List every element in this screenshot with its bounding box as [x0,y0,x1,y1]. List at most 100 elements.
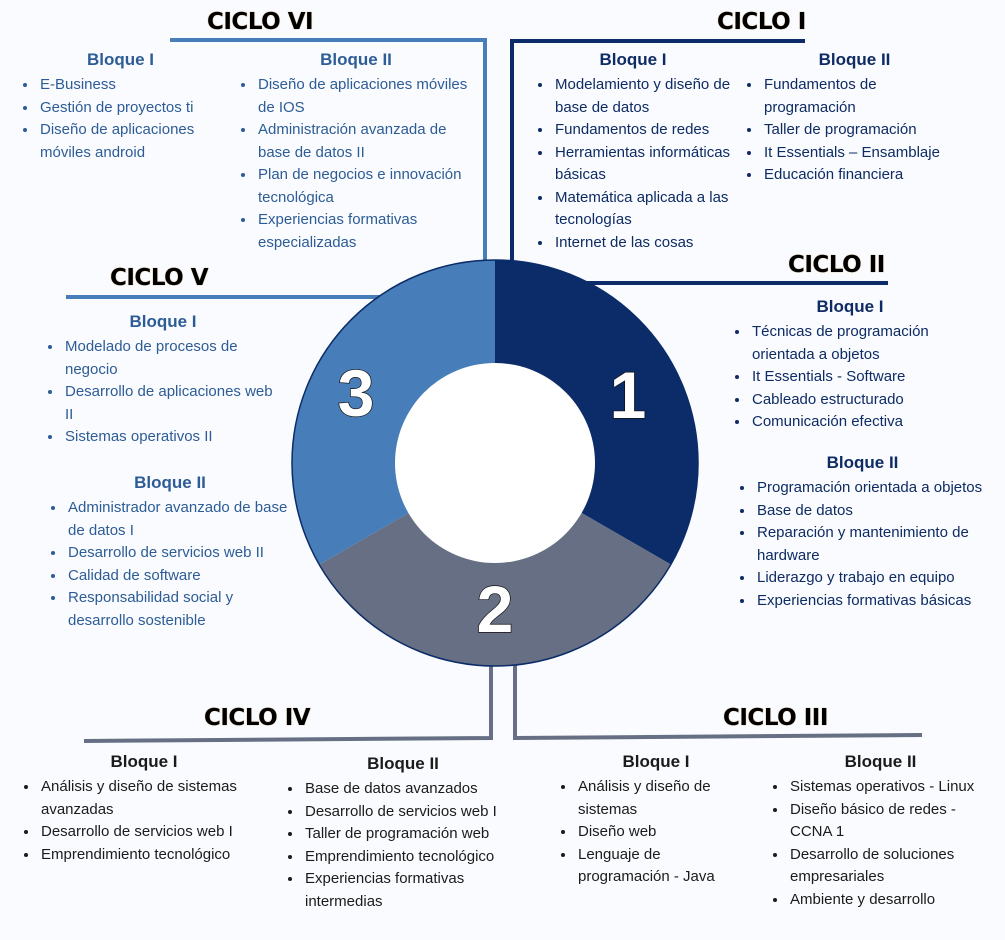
ciclo-i-connector [510,39,805,262]
course-item: Calidad de software [66,565,294,588]
course-item: E-Business [38,74,223,97]
ciclo-iii-title: CICLO III [723,705,828,731]
course-list: E-BusinessGestión de proyectos tiDiseño … [18,74,223,164]
course-list: Análisis y diseño de sistemas avanzadasD… [19,776,269,866]
course-item: Taller de programación web [303,823,523,846]
ciclo-ii-bloque-1: Bloque I Técnicas de programación orient… [730,297,970,434]
course-item: Administración avanzada de base de datos… [256,119,476,164]
course-list: Fundamentos de programaciónTaller de pro… [742,74,967,187]
donut-outline [291,259,699,667]
ciclo-vi-bloque-2: Bloque II Diseño de aplicaciones móviles… [236,50,476,254]
ciclo-i-bloque-1: Bloque I Modelamiento y diseño de base d… [533,50,733,254]
ciclo-vi-bloque-1: Bloque I E-BusinessGestión de proyectos … [18,50,223,164]
course-list: Técnicas de programación orientada a obj… [730,321,970,434]
ciclo-iv-title: CICLO IV [204,705,311,731]
course-item: Educación financiera [762,164,967,187]
course-item: Emprendimiento tecnológico [39,844,269,867]
bloque-title: Bloque II [134,473,206,492]
course-item: Desarrollo de servicios web II [66,542,294,565]
bloque-title: Bloque I [599,50,667,69]
course-item: Lenguaje de programación - Java [576,844,756,889]
course-item: Internet de las cosas [553,232,733,255]
ciclo-iv-bloque-1: Bloque I Análisis y diseño de sistemas a… [19,752,269,866]
course-item: Cableado estructurado [750,389,970,412]
course-item: Desarrollo de aplicaciones web II [63,381,283,426]
bloque-title: Bloque II [320,50,392,69]
course-item: Desarrollo de soluciones empresariales [788,844,993,889]
bloque-title: Bloque II [818,50,891,69]
course-item: Experiencias formativas básicas [755,590,990,613]
course-item: Gestión de proyectos ti [38,97,223,120]
course-item: Programación orientada a objetos [755,477,990,500]
course-item: Emprendimiento tecnológico [303,846,523,869]
course-item: Experiencias formativas intermedias [303,868,523,913]
ciclo-vi-connector [170,38,487,262]
course-item: Taller de programación [762,119,967,142]
course-item: Reparación y mantenimiento de hardware [755,522,990,567]
course-item: Plan de negocios e innovación tecnológic… [256,164,476,209]
bloque-title: Bloque I [129,312,197,331]
ciclo-i-bloque-2: Bloque II Fundamentos de programaciónTal… [742,50,967,187]
ciclo-ii-bloque-2: Bloque II Programación orientada a objet… [735,453,990,612]
course-list: Análisis y diseño de sistemasDiseño webL… [556,776,756,889]
segment-label-1: 1 [610,358,647,432]
ciclo-iii-bloque-2: Bloque II Sistemas operativos - LinuxDis… [768,752,993,911]
course-item: Diseño de aplicaciones móviles android [38,119,223,164]
course-item: Base de datos avanzados [303,778,523,801]
ciclo-v-bloque-2: Bloque II Administrador avanzado de base… [46,473,294,632]
course-list: Modelamiento y diseño de base de datosFu… [533,74,733,254]
course-list: Diseño de aplicaciones móviles de IOSAdm… [236,74,476,254]
course-list: Programación orientada a objetosBase de … [735,477,990,612]
bloque-title: Bloque II [844,752,917,771]
course-item: It Essentials – Ensamblaje [762,142,967,165]
course-item: Desarrollo de servicios web I [303,801,523,824]
course-item: Liderazgo y trabajo en equipo [755,567,990,590]
donut-hole [395,363,595,563]
course-item: Desarrollo de servicios web I [39,821,269,844]
course-item: Análisis y diseño de sistemas avanzadas [39,776,269,821]
course-list: Base de datos avanzadosDesarrollo de ser… [283,778,523,913]
bloque-title: Bloque I [816,297,884,316]
ciclo-i-title: CICLO I [717,9,806,35]
course-item: Modelamiento y diseño de base de datos [553,74,733,119]
course-item: Matemática aplicada a las tecnologías [553,187,733,232]
course-item: Fundamentos de redes [553,119,733,142]
ciclo-ii-title: CICLO II [788,252,885,278]
bloque-title: Bloque II [826,453,899,472]
ciclo-iii-bloque-1: Bloque I Análisis y diseño de sistemasDi… [556,752,756,889]
course-item: Ambiente y desarrollo [788,889,993,912]
course-item: It Essentials - Software [750,366,970,389]
ciclo-vi-title: CICLO VI [207,9,314,35]
course-item: Técnicas de programación orientada a obj… [750,321,970,366]
bloque-title: Bloque I [110,752,178,771]
donut-segment-2 [319,463,671,666]
course-list: Administrador avanzado de base de datos … [46,497,294,632]
ciclo-v-title: CICLO V [110,265,209,291]
course-item: Experiencias formativas especializadas [256,209,476,254]
course-item: Base de datos [755,500,990,523]
bloque-title: Bloque I [86,50,155,69]
course-list: Sistemas operativos - LinuxDiseño básico… [768,776,993,911]
course-item: Sistemas operativos II [63,426,283,449]
course-item: Sistemas operativos - Linux [788,776,993,799]
course-item: Diseño web [576,821,756,844]
bloque-title: Bloque II [367,754,439,773]
course-item: Modelado de procesos de negocio [63,336,283,381]
ciclo-iii-connector [513,665,923,741]
course-item: Diseño básico de redes - CCNA 1 [788,799,993,844]
course-item: Herramientas informáticas básicas [553,142,733,187]
segment-label-2: 2 [477,572,514,646]
segment-label-3: 3 [338,356,375,430]
ciclo-iv-connector [83,665,493,743]
course-item: Análisis y diseño de sistemas [576,776,756,821]
course-list: Modelado de procesos de negocioDesarroll… [43,336,283,449]
course-item: Responsabilidad social y desarrollo sost… [66,587,294,632]
ciclo-v-bloque-1: Bloque I Modelado de procesos de negocio… [43,312,283,449]
bloque-title: Bloque I [622,752,690,771]
ciclo-iv-bloque-2: Bloque II Base de datos avanzadosDesarro… [283,754,523,913]
course-item: Diseño de aplicaciones móviles de IOS [256,74,476,119]
course-item: Administrador avanzado de base de datos … [66,497,294,542]
course-item: Comunicación efectiva [750,411,970,434]
